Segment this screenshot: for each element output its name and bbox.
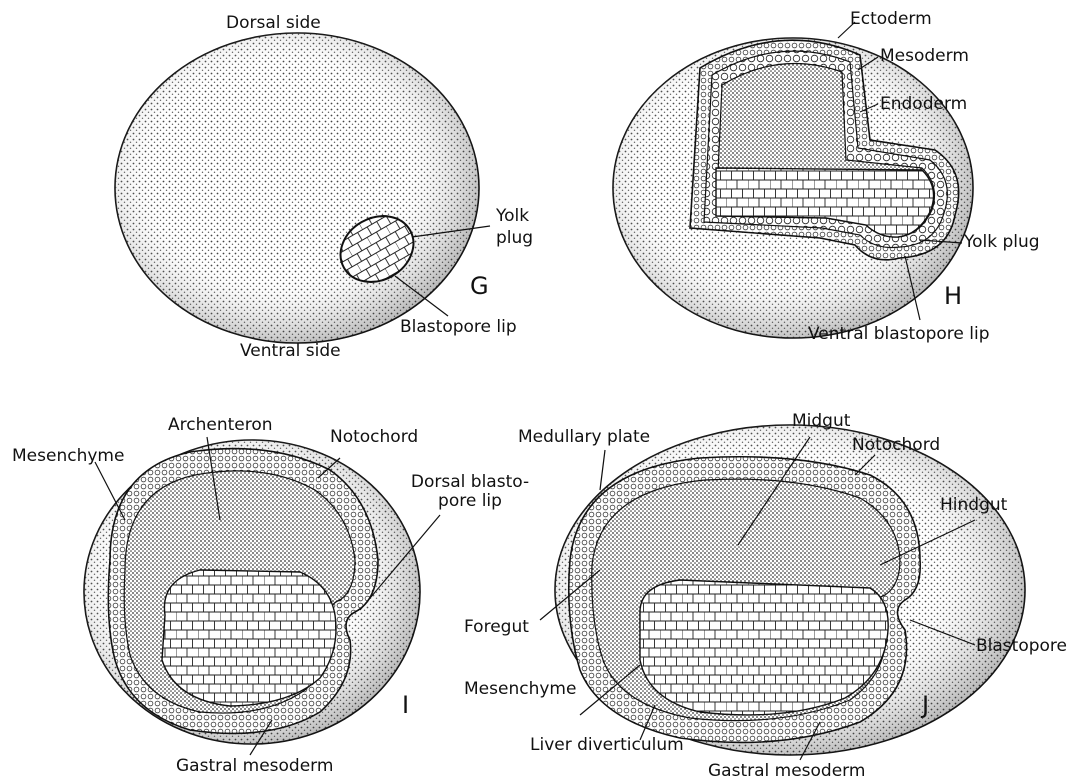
panel-j-drawing [540,425,1025,760]
panel-h-ectoderm-label: Ectoderm [850,10,932,29]
panel-i-dorsal-blastopore-lip-label-line2: pore lip [400,492,540,511]
panel-i-drawing [84,437,440,755]
panel-j-foregut-label: Foregut [464,618,529,637]
panel-j-liver-diverticulum-label: Liver diverticulum [530,736,684,755]
panel-g-letter: G [470,273,489,299]
panel-g-embryo-shading [115,33,479,343]
panel-h-ventral-blastopore-lip-label: Ventral blastopore lip [808,325,990,344]
panel-i-yolk-mass [162,570,336,706]
panel-g-yolk-plug-label-line1: Yolk [496,207,529,226]
panel-j-yolk-mass [640,580,888,715]
panel-i-notochord-label: Notochord [330,428,418,447]
panel-j-letter: J [922,692,929,718]
panel-g-drawing [115,33,490,343]
panel-h-mesoderm-label: Mesoderm [880,47,969,66]
panel-j-medullary-plate-label: Medullary plate [518,428,650,447]
panel-j-gastral-mesoderm-label: Gastral mesoderm [708,762,865,781]
panel-i-mesenchyme-label: Mesenchyme [12,447,124,466]
panel-h-drawing [613,22,973,338]
panel-j-mesenchyme-label: Mesenchyme [464,680,576,699]
panel-j-blastopore-label: Blastopore [976,637,1067,656]
panel-i-dorsal-blastopore-lip-label-line1: Dorsal blasto- [400,473,540,492]
panel-h-yolk-plug-label: Yolk plug [964,233,1040,252]
panel-j-midgut-label: Midgut [792,412,850,431]
panel-j-notochord-label: Notochord [852,436,940,455]
panel-g-blastopore-lip-label: Blastopore lip [400,318,517,337]
panel-h-letter: H [944,283,962,309]
panel-i-gastral-mesoderm-label: Gastral mesoderm [176,757,333,776]
panel-i-archenteron-label: Archenteron [168,416,273,435]
panel-g-ventral-side-label: Ventral side [240,342,341,361]
panel-g-dorsal-side-label: Dorsal side [226,14,321,33]
panel-i-letter: I [402,692,409,718]
panel-j-hindgut-label: Hindgut [940,496,1007,515]
panel-g-yolk-plug-label-line2: plug [496,229,533,248]
panel-h-endoderm-label: Endoderm [880,95,967,114]
